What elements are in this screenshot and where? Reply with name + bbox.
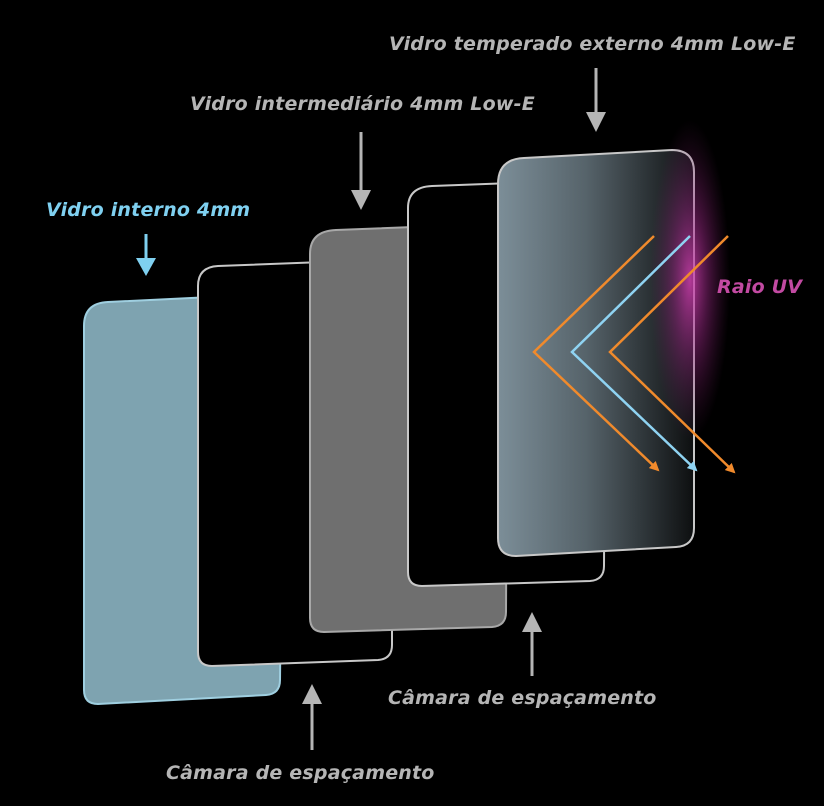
arrow-outer-glass-icon bbox=[586, 68, 606, 132]
arrow-inner-glass-icon bbox=[136, 234, 156, 276]
arrow-middle-glass-icon bbox=[351, 132, 371, 210]
spacer-chamber-1-label: Câmara de espaçamento bbox=[166, 762, 435, 784]
inner-glass-label: Vidro interno 4mm bbox=[46, 199, 251, 221]
uv-ray-blue bbox=[570, 235, 698, 472]
arrow-spacer-chamber-2-icon bbox=[522, 612, 542, 676]
uv-ray-orange-1 bbox=[532, 235, 660, 472]
uv-ray-orange-2 bbox=[608, 235, 736, 474]
arrow-spacer-chamber-1-icon bbox=[302, 684, 322, 750]
uv-glow bbox=[650, 120, 730, 440]
middle-glass-label: Vidro intermediário 4mm Low-E bbox=[190, 93, 535, 115]
uv-ray-label: Raio UV bbox=[717, 276, 803, 298]
outer-glass-label: Vidro temperado externo 4mm Low-E bbox=[389, 33, 796, 55]
spacer-chamber-2-label: Câmara de espaçamento bbox=[388, 687, 657, 709]
